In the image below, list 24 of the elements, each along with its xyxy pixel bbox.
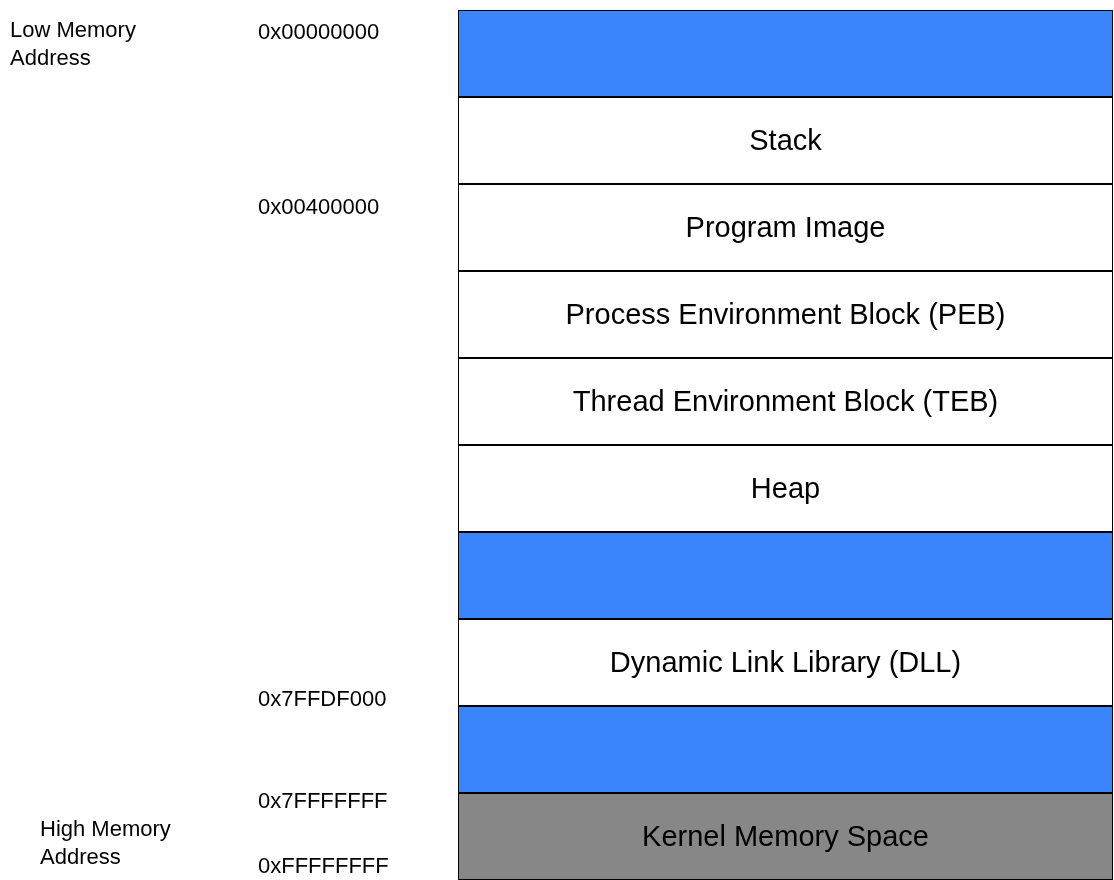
- segment-label: Thread Environment Block (TEB): [572, 385, 999, 418]
- address-value: 0x7FFDF000: [258, 685, 388, 713]
- segment-label: Process Environment Block (PEB): [565, 298, 1006, 331]
- memory-segment: [458, 271, 1113, 358]
- address-value: 0x00400000: [258, 193, 381, 221]
- address-value: 0x00000000: [258, 18, 381, 46]
- address-value: 0x7FFFFFFF: [258, 787, 389, 815]
- memory-segment-bar: [458, 532, 1113, 619]
- segment-label: Program Image: [685, 211, 886, 244]
- segment-label: Kernel Memory Space: [642, 820, 929, 853]
- segment-label: Stack: [749, 124, 822, 157]
- segment-label: Heap: [750, 472, 821, 505]
- memory-address-label: High Memory Address: [40, 815, 172, 870]
- memory-segment: [458, 793, 1113, 880]
- memory-segment: [458, 97, 1113, 184]
- memory-segment: [458, 445, 1113, 532]
- segment-label: Dynamic Link Library (DLL): [609, 646, 962, 679]
- memory-segment: [458, 358, 1113, 445]
- memory-segment-bar: [458, 706, 1113, 793]
- memory-segment-bar: [458, 10, 1113, 97]
- address-value: 0xFFFFFFFF: [258, 852, 390, 880]
- memory-segment: [458, 184, 1113, 271]
- memory-address-label: Low Memory Address: [10, 16, 137, 71]
- memory-segment: [458, 619, 1113, 706]
